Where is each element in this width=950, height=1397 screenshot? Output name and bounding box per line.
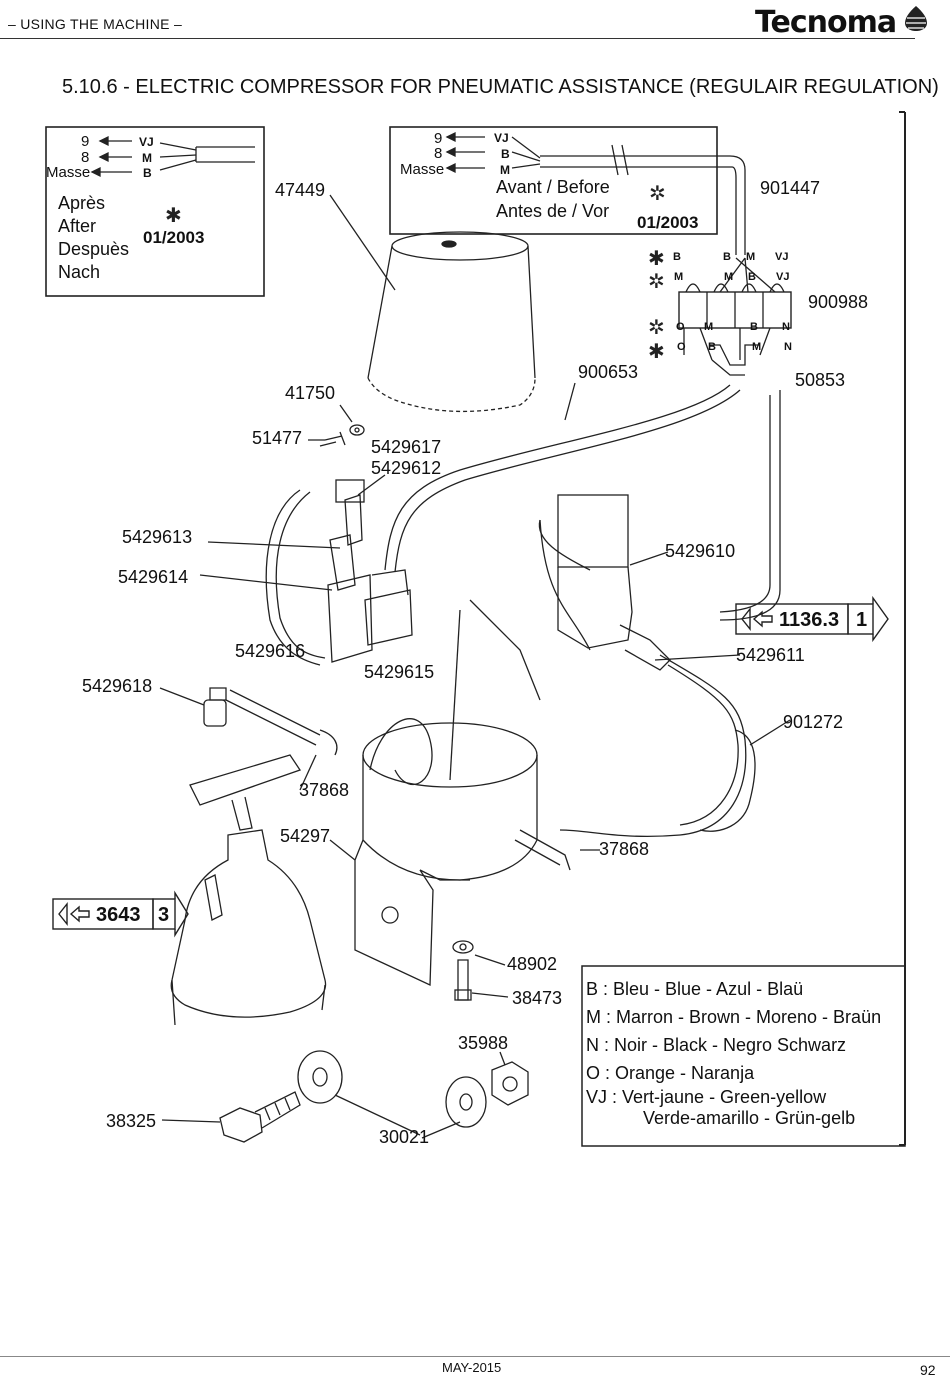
ref-sub: 1 xyxy=(856,609,867,631)
terminal-letter: M xyxy=(674,271,683,283)
terminal-letter: VJ xyxy=(776,271,789,283)
terminal-letter: M xyxy=(752,341,761,353)
part-label: 5429617 xyxy=(371,437,441,457)
after-wire-code: VJ xyxy=(139,135,154,149)
terminal-letter: M xyxy=(746,251,755,263)
after-label: Despuès xyxy=(58,239,129,259)
brand-name: Tecnoma xyxy=(755,5,897,40)
after-wire-num: 8 xyxy=(81,149,89,166)
after-wire-code: B xyxy=(143,166,152,180)
terminal-letter: O xyxy=(677,341,686,353)
part-label: 5429614 xyxy=(118,567,188,587)
terminal-letter: B xyxy=(748,271,756,283)
star-icon: ✱ xyxy=(165,205,182,227)
part-label: 30021 xyxy=(379,1127,429,1147)
terminal-letter: N xyxy=(782,321,790,333)
terminal-letter: B xyxy=(708,341,716,353)
after-label: Nach xyxy=(58,262,100,282)
footer-date: MAY-2015 xyxy=(442,1360,502,1375)
terminal-letter: VJ xyxy=(775,251,788,263)
ref-sub: 3 xyxy=(158,904,169,926)
part-label: 38325 xyxy=(106,1111,156,1131)
before-line1: Avant / Before xyxy=(496,177,610,197)
flower-icon: ✲ xyxy=(649,183,666,205)
after-label: Après xyxy=(58,193,105,213)
terminal-letter: O xyxy=(676,321,685,333)
after-wire-code: M xyxy=(142,151,152,165)
part-label: 35988 xyxy=(458,1033,508,1053)
star-icon: ✱ xyxy=(648,248,665,270)
part-label: 38473 xyxy=(512,988,562,1008)
terminal-letter: B xyxy=(750,321,758,333)
legend-entry: M : Marron - Brown - Moreno - Braün xyxy=(586,1007,881,1027)
ref-number: 3643 xyxy=(96,904,141,926)
tecnoma-logo-icon xyxy=(905,6,927,31)
before-wire-num: 9 xyxy=(434,130,442,147)
legend-entry: B : Bleu - Blue - Azul - Blaü xyxy=(586,979,803,999)
before-date: 01/2003 xyxy=(637,213,698,232)
part-label: 37868 xyxy=(599,839,649,859)
part-label: 5429612 xyxy=(371,458,441,478)
part-label: 900988 xyxy=(808,292,868,312)
part-label: 5429618 xyxy=(82,676,152,696)
footer-rule xyxy=(0,1356,950,1357)
before-wire-code: B xyxy=(501,147,510,161)
ref-number: 1136.3 xyxy=(779,609,839,631)
after-wire-num: 9 xyxy=(81,133,89,150)
part-label: 54297 xyxy=(280,826,330,846)
part-label: 900653 xyxy=(578,362,638,382)
part-label: 48902 xyxy=(507,954,557,974)
part-label: 50853 xyxy=(795,370,845,390)
terminal-letter: M xyxy=(704,321,713,333)
terminal-letter: B xyxy=(723,251,731,263)
part-label: 5429616 xyxy=(235,641,305,661)
after-wire-num: Masse xyxy=(46,164,90,181)
before-wire-code: M xyxy=(500,163,510,177)
flower-icon: ✲ xyxy=(648,317,665,339)
before-line2: Antes de / Vor xyxy=(496,201,609,221)
legend-entry: O : Orange - Naranja xyxy=(586,1063,755,1083)
terminal-letter: M xyxy=(724,271,733,283)
legend-entry: N : Noir - Black - Negro Schwarz xyxy=(586,1035,846,1055)
before-wire-num: 8 xyxy=(434,145,442,162)
terminal-letter: N xyxy=(784,341,792,353)
part-label: 901447 xyxy=(760,178,820,198)
star-icon: ✱ xyxy=(648,341,665,363)
legend-entry: VJ : Vert-jaune - Green-yellow xyxy=(586,1087,827,1107)
part-label: 47449 xyxy=(275,180,325,200)
part-label: 901272 xyxy=(783,712,843,732)
before-wire-num: Masse xyxy=(400,161,444,178)
page-title: 5.10.6 - ELECTRIC COMPRESSOR FOR PNEUMAT… xyxy=(62,76,939,98)
part-label: 51477 xyxy=(252,428,302,448)
after-label: After xyxy=(58,216,96,236)
before-wire-code: VJ xyxy=(494,131,509,145)
terminal-letter: B xyxy=(673,251,681,263)
part-label: 5429613 xyxy=(122,527,192,547)
running-header: – USING THE MACHINE – xyxy=(8,16,183,32)
part-label: 41750 xyxy=(285,383,335,403)
page-number: 92 xyxy=(920,1362,936,1378)
after-date: 01/2003 xyxy=(143,228,204,247)
part-label: 5429611 xyxy=(736,645,805,665)
legend-entry: Verde-amarillo - Grün-gelb xyxy=(643,1108,855,1128)
part-label: 37868 xyxy=(299,780,349,800)
header-rule xyxy=(0,38,915,39)
part-label: 5429610 xyxy=(665,541,735,561)
part-label: 5429615 xyxy=(364,662,434,682)
flower-icon: ✲ xyxy=(648,271,665,293)
